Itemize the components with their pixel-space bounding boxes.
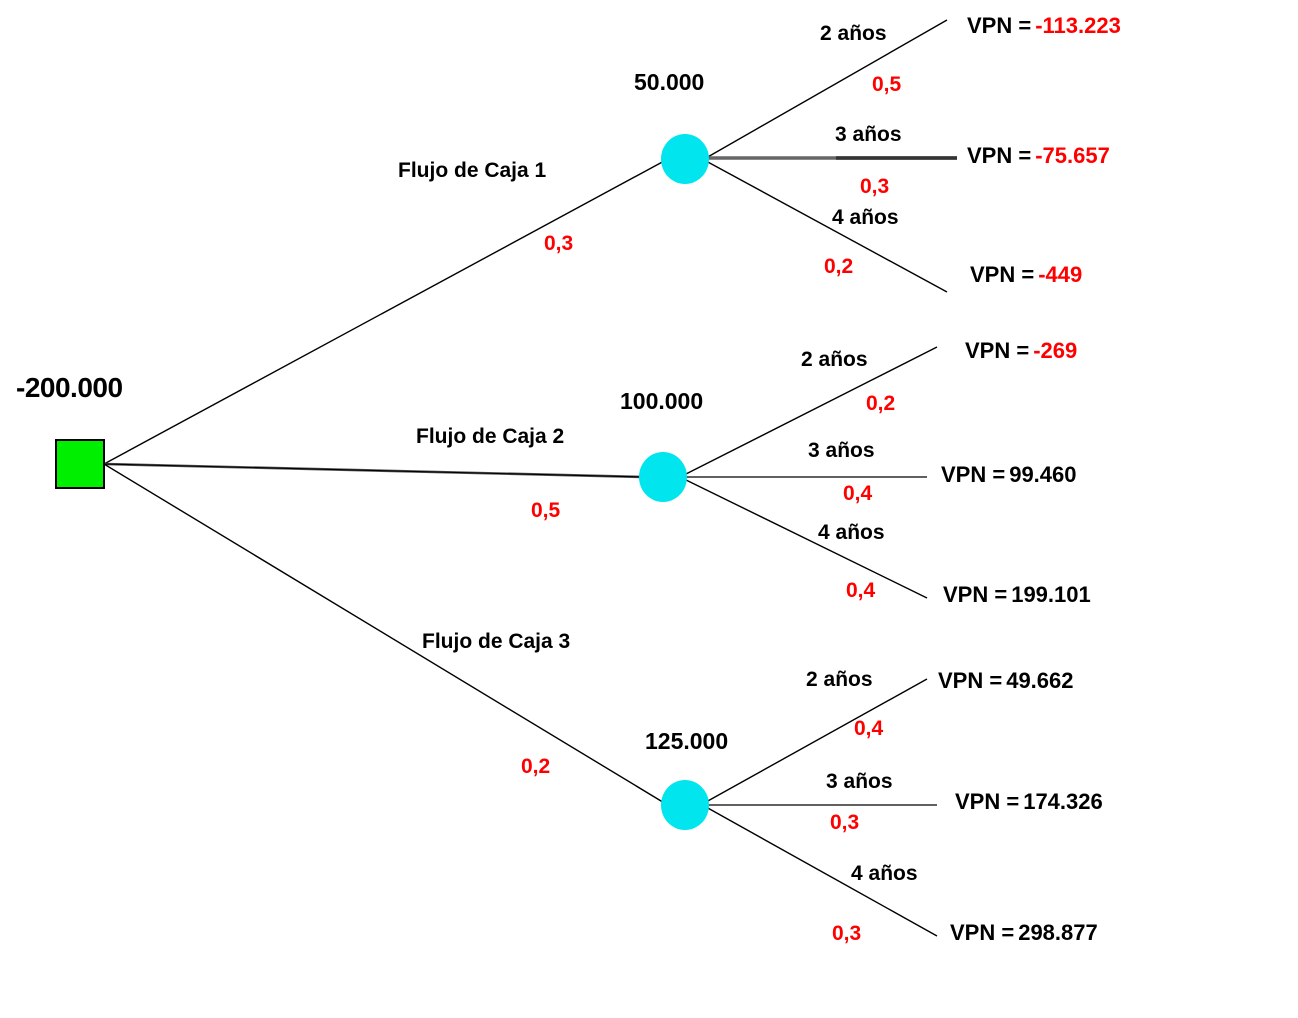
- vpn-prefix: VPN =: [955, 789, 1020, 814]
- branch-probability-1: 0,3: [544, 232, 574, 255]
- edge-node1-outcome1: [705, 19, 948, 159]
- chance-node-amount-2: 100.000: [620, 388, 704, 414]
- vpn-value: -75.657: [1035, 143, 1110, 168]
- vpn-prefix: VPN =: [950, 920, 1015, 945]
- edge-node1-outcome3: [705, 160, 948, 293]
- outcome-probability-3-1: 0,4: [854, 717, 884, 740]
- vpn-value: 49.662: [1006, 668, 1074, 693]
- chance-node-amount-1: 50.000: [634, 69, 705, 95]
- branch-label-1: Flujo de Caja 1: [398, 159, 547, 182]
- edge-node3-outcome1: [705, 678, 928, 803]
- outcome-vpn-3-3: VPN =298.877: [950, 922, 1098, 944]
- outcome-probability-3-3: 0,3: [832, 922, 862, 945]
- outcome-probability-1-2: 0,3: [860, 175, 890, 198]
- outcome-vpn-1-1: VPN =-113.223: [967, 15, 1121, 37]
- vpn-value: -269: [1033, 338, 1078, 363]
- edge-root-to-node1: [103, 159, 667, 465]
- outcome-vpn-2-3: VPN =199.101: [943, 584, 1091, 606]
- vpn-value: 298.877: [1018, 920, 1098, 945]
- vpn-prefix: VPN =: [938, 668, 1003, 693]
- branch-probability-3: 0,2: [521, 755, 551, 778]
- vpn-prefix: VPN =: [965, 338, 1030, 363]
- chance-node-1[interactable]: [661, 134, 709, 184]
- outcome-years-2-2: 3 años: [808, 439, 875, 462]
- branch-probability-2: 0,5: [531, 499, 561, 522]
- outcome-vpn-3-1: VPN =49.662: [938, 670, 1074, 692]
- root-amount-label: -200.000: [16, 372, 123, 403]
- edge-root-to-node3: [103, 463, 667, 805]
- outcome-vpn-1-2: VPN =-75.657: [967, 145, 1110, 167]
- outcome-years-1-1: 2 años: [820, 22, 887, 45]
- vpn-value: 99.460: [1009, 462, 1077, 487]
- chance-node-amount-3: 125.000: [645, 728, 729, 754]
- vpn-value: 199.101: [1011, 582, 1091, 607]
- outcome-vpn-3-2: VPN =174.326: [955, 791, 1103, 813]
- edge-root-to-node2-thin: [103, 463, 645, 478]
- outcome-vpn-1-3: VPN =-449: [970, 264, 1082, 286]
- chance-node-3[interactable]: [661, 780, 709, 830]
- vpn-prefix: VPN =: [943, 582, 1008, 607]
- outcome-probability-2-2: 0,4: [843, 482, 873, 505]
- vpn-prefix: VPN =: [970, 262, 1035, 287]
- outcome-vpn-2-1: VPN =-269: [965, 340, 1077, 362]
- outcome-years-1-2: 3 años: [835, 123, 902, 146]
- vpn-prefix: VPN =: [941, 462, 1006, 487]
- decision-node-root[interactable]: [55, 439, 105, 489]
- outcome-probability-2-3: 0,4: [846, 579, 876, 602]
- edge-node3-outcome3: [705, 806, 938, 937]
- vpn-value: -113.223: [1035, 13, 1121, 38]
- outcome-probability-3-2: 0,3: [830, 811, 860, 834]
- outcome-years-2-1: 2 años: [801, 348, 868, 371]
- outcome-years-1-3: 4 años: [832, 206, 899, 229]
- outcome-years-3-3: 4 años: [851, 862, 918, 885]
- outcome-years-3-2: 3 años: [826, 770, 893, 793]
- vpn-prefix: VPN =: [967, 143, 1032, 168]
- branch-label-3: Flujo de Caja 3: [422, 630, 571, 653]
- outcome-probability-1-3: 0,2: [824, 255, 854, 278]
- outcome-probability-2-1: 0,2: [866, 392, 896, 415]
- outcome-years-2-3: 4 años: [818, 521, 885, 544]
- vpn-value: 174.326: [1023, 789, 1103, 814]
- outcome-probability-1-1: 0,5: [872, 73, 902, 96]
- outcome-years-3-1: 2 años: [806, 668, 873, 691]
- edge-node2-outcome3: [683, 478, 928, 599]
- branch-label-2: Flujo de Caja 2: [416, 425, 565, 448]
- outcome-vpn-2-2: VPN =99.460: [941, 464, 1077, 486]
- vpn-prefix: VPN =: [967, 13, 1032, 38]
- edge-node2-outcome1: [683, 346, 938, 476]
- vpn-value: -449: [1038, 262, 1083, 287]
- chance-node-2[interactable]: [639, 452, 687, 502]
